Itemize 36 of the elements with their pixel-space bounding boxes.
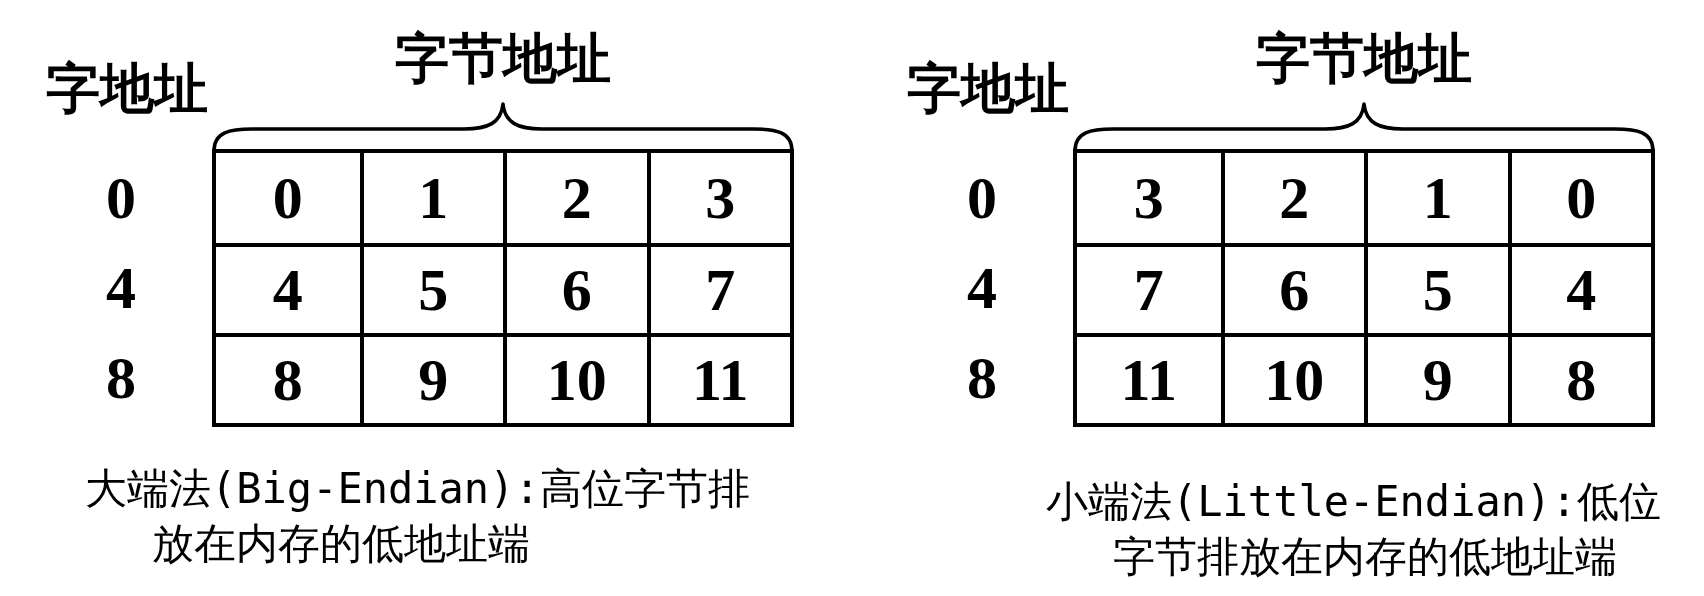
row-address-label: 4 [967,258,997,318]
row-address-label: 4 [106,258,136,318]
table-cell: 10 [503,333,647,423]
row-address-label: 8 [106,348,136,408]
byte-address-heading: 字节地址 [1256,31,1472,85]
caption: 小端法(Little-Endian):低位字节排放在内存的低地址端 [1046,476,1662,583]
table-cell: 6 [1220,243,1364,333]
word-address-heading: 字地址 [907,61,1069,115]
table-cell: 9 [359,333,503,423]
table-cell: 8 [1507,333,1651,423]
table-cell: 4 [1507,243,1651,333]
row-address-label: 8 [967,348,997,408]
table-cell: 5 [359,243,503,333]
byte-address-heading: 字节地址 [395,31,611,85]
table-cell: 1 [359,153,503,243]
word-address-heading: 字地址 [46,61,208,115]
table-cell: 2 [503,153,647,243]
table-cell: 5 [1364,243,1508,333]
table-cell: 10 [1220,333,1364,423]
table-cell-text: 3 [1132,164,1165,233]
row-address-label: 0 [967,168,997,228]
table-cell: 1 [1364,153,1508,243]
table-cell: 4 [216,243,360,333]
table-cell: 0 [1507,153,1651,243]
table-cell: 7 [646,243,790,333]
table-cell: 3 [646,153,790,243]
table-cell: 8 [216,333,360,423]
table-cell: 6 [503,243,647,333]
table-cell: 7 [1077,243,1221,333]
table-cell: 2 [1220,153,1364,243]
table-cell: 11 [1077,333,1221,423]
table-cell-text: 0 [271,164,304,233]
row-address-label: 0 [106,168,136,228]
table-cell: 9 [1364,333,1508,423]
table-cell: 11 [646,333,790,423]
caption: 大端法(Big-Endian):高位字节排放在内存的低地址端 [85,463,751,570]
